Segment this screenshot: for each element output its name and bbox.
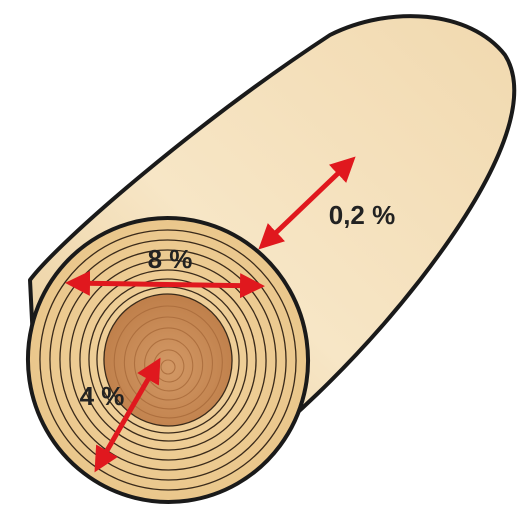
radial-shrinkage-label: 4 %	[80, 381, 125, 411]
tangential-shrinkage-label: 8 %	[148, 244, 193, 274]
tangential-arrow	[70, 283, 260, 286]
longitudinal-shrinkage-label: 0,2 %	[329, 200, 396, 230]
